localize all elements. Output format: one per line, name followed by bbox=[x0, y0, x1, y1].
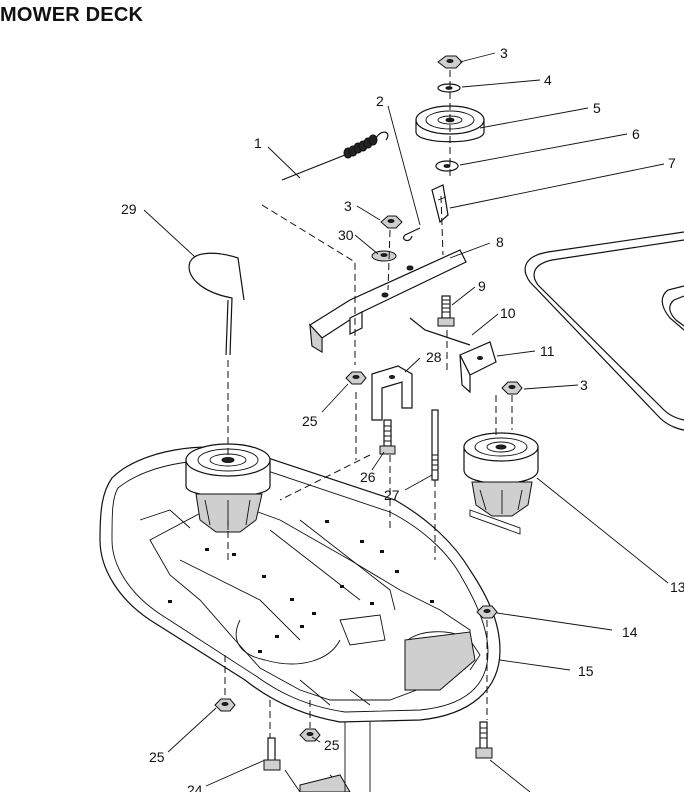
callout-1: 1 bbox=[254, 135, 262, 151]
callout-13: 13 bbox=[670, 579, 684, 595]
hex-nut-right bbox=[501, 381, 523, 395]
callout-15: 15 bbox=[578, 663, 594, 679]
assembly-centerlines bbox=[224, 70, 513, 738]
hardware-top-stack bbox=[435, 55, 463, 172]
callout-25-lower-center: 25 bbox=[324, 737, 340, 753]
hex-nut-lower-center bbox=[299, 728, 321, 742]
callout-25-upper: 25 bbox=[302, 413, 318, 429]
hex-nut-lower-left bbox=[214, 698, 236, 712]
callout-5: 5 bbox=[593, 100, 601, 116]
callout-6: 6 bbox=[632, 126, 640, 142]
right-spindle-assembly bbox=[463, 432, 539, 535]
callout-24: 24 bbox=[187, 782, 203, 792]
extension-spring bbox=[281, 131, 389, 181]
bolt-bottom-right bbox=[475, 721, 493, 759]
callout-7: 7 bbox=[668, 155, 676, 171]
belt-guide bbox=[459, 341, 497, 394]
carriage-bolt bbox=[379, 419, 396, 455]
hardware-center bbox=[371, 215, 403, 262]
left-spindle-assembly bbox=[185, 443, 271, 533]
threaded-rod bbox=[431, 409, 439, 481]
leader-lines bbox=[143, 52, 669, 792]
callout-10: 10 bbox=[500, 305, 516, 321]
callout-28: 28 bbox=[426, 349, 442, 365]
belt-guide-rod bbox=[409, 317, 471, 346]
lower-skirt-pieces bbox=[284, 722, 371, 792]
clevis-pin bbox=[403, 227, 421, 242]
callout-11: 11 bbox=[540, 343, 555, 359]
idler-arm-bracket bbox=[309, 249, 467, 354]
callout-14: 14 bbox=[622, 624, 638, 640]
callout-25-lower-left: 25 bbox=[149, 749, 165, 765]
shoulder-bolt bbox=[437, 295, 455, 327]
hex-nut-upper bbox=[345, 371, 367, 385]
pivot-bracket bbox=[431, 184, 449, 224]
page-title: MOWER DECK bbox=[0, 4, 144, 26]
callout-3-center: 3 bbox=[344, 198, 352, 214]
mounting-bracket bbox=[371, 365, 413, 421]
callout-27: 27 bbox=[384, 487, 400, 503]
drive-belt bbox=[524, 231, 684, 431]
bolt-24 bbox=[263, 737, 281, 771]
callout-labels: 1 2 3 4 5 6 7 8 9 10 11 3 3 30 28 25 26 … bbox=[121, 45, 684, 792]
callout-30: 30 bbox=[338, 227, 354, 243]
callout-3-top: 3 bbox=[500, 45, 508, 61]
callout-26: 26 bbox=[360, 469, 376, 485]
callout-2: 2 bbox=[376, 93, 384, 109]
hex-nut-14 bbox=[476, 605, 498, 619]
lift-handle bbox=[188, 252, 245, 356]
callout-4: 4 bbox=[544, 72, 552, 88]
callout-3-right: 3 bbox=[580, 377, 588, 393]
callout-29: 29 bbox=[121, 201, 137, 217]
callout-8: 8 bbox=[496, 234, 504, 250]
mower-deck-housing bbox=[99, 446, 501, 723]
callout-9: 9 bbox=[478, 278, 486, 294]
